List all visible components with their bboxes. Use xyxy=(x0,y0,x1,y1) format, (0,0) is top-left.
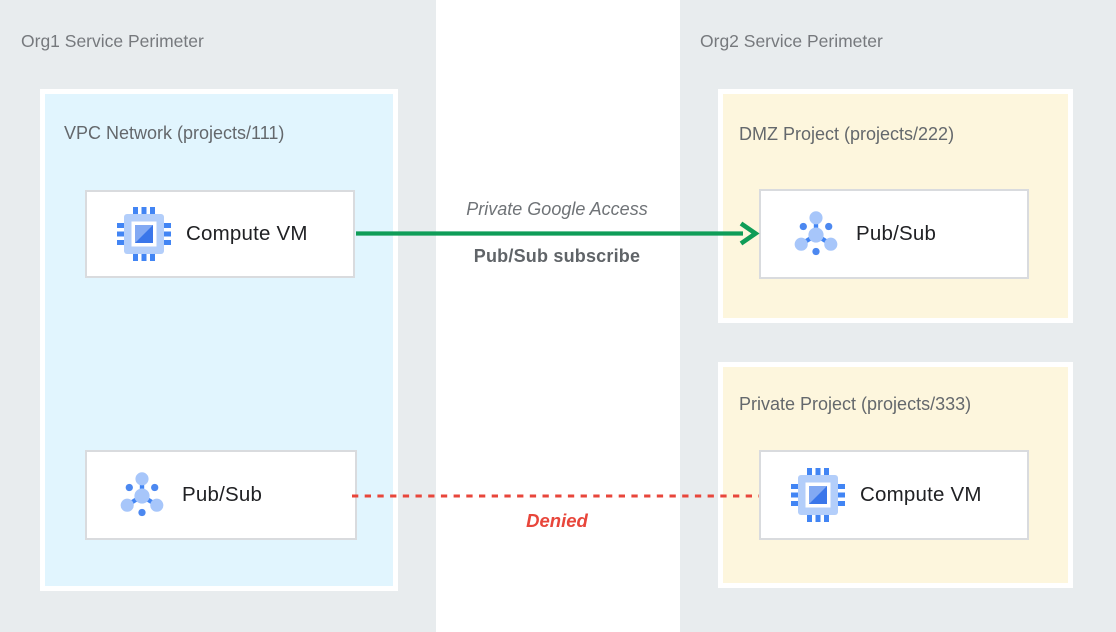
org2-dmz-pubsub-node: Pub/Sub xyxy=(759,189,1029,279)
private-project-title: Private Project (projects/333) xyxy=(739,394,972,414)
org1-perimeter-panel: Org1 Service Perimeter VPC Network (proj… xyxy=(0,0,436,632)
pubsub-icon xyxy=(794,211,838,256)
org1-perimeter-title: Org1 Service Perimeter xyxy=(21,31,204,51)
compute-engine-icon xyxy=(791,468,845,522)
dmz-project-zone: DMZ Project (projects/222) P xyxy=(718,89,1073,323)
allowed-arrow-subtitle: Pub/Sub subscribe xyxy=(473,246,641,266)
vpc-network-title: VPC Network (projects/111) xyxy=(64,123,285,143)
pubsub-icon xyxy=(120,472,164,517)
node-label: Pub/Sub xyxy=(182,483,263,506)
denied-label: Denied xyxy=(526,510,588,531)
vpc-network-zone: VPC Network (projects/111) Compute VM xyxy=(40,89,398,591)
node-label: Pub/Sub xyxy=(856,222,937,245)
org2-private-compute-vm-node: Compute VM xyxy=(759,450,1029,540)
dmz-project-title: DMZ Project (projects/222) xyxy=(739,124,955,144)
private-project-zone: Private Project (projects/333) Compute V… xyxy=(718,362,1073,588)
compute-engine-icon xyxy=(117,207,171,261)
node-label: Compute VM xyxy=(860,483,982,506)
org2-perimeter-panel: Org2 Service Perimeter DMZ Project (proj… xyxy=(680,0,1116,632)
org1-compute-vm-node: Compute VM xyxy=(85,190,355,278)
node-label: Compute VM xyxy=(186,222,308,245)
allowed-arrow-title: Private Google Access xyxy=(466,199,648,219)
org2-perimeter-title: Org2 Service Perimeter xyxy=(700,31,883,51)
org1-pubsub-node: Pub/Sub xyxy=(85,450,357,540)
